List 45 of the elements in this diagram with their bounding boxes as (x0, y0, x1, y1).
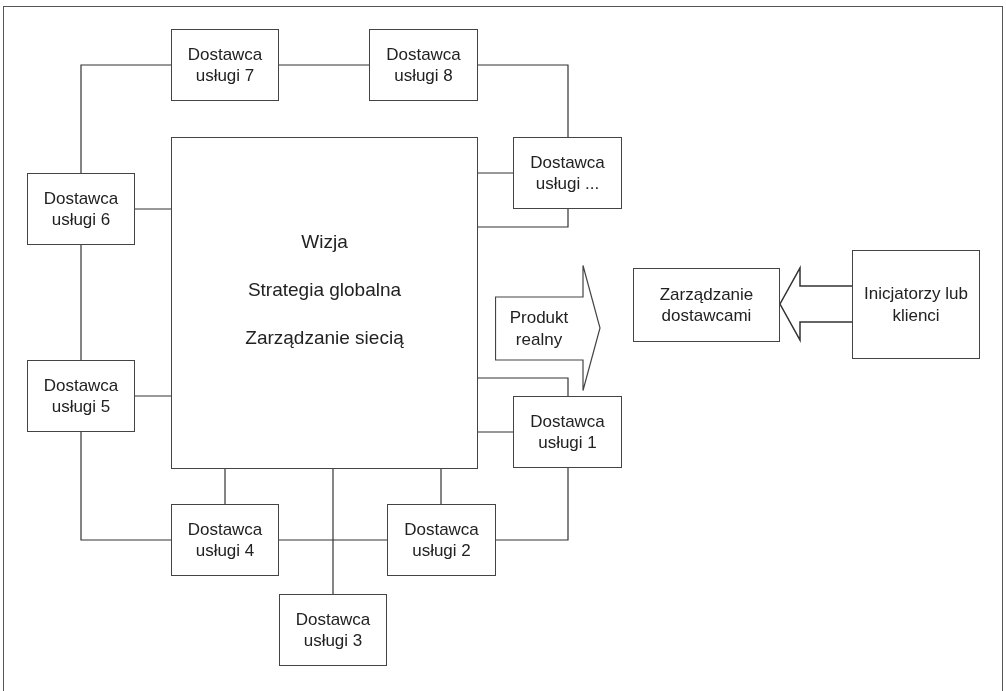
node-label: Zarządzanie dostawcami (658, 283, 755, 327)
process-box (513, 396, 622, 468)
connector-line (477, 208, 569, 228)
process-box (171, 137, 478, 469)
node-label: Wizja (301, 230, 348, 254)
connector-line (440, 468, 442, 505)
connector-line (80, 244, 82, 361)
node-label: Dostawca usługi 3 (294, 608, 372, 652)
connector-line (477, 377, 569, 397)
node-label: Dostawca usługi 4 (186, 518, 264, 562)
connector-line (477, 431, 514, 433)
connector-line (134, 208, 172, 210)
node-label: Dostawca usługi 8 (385, 43, 462, 87)
node-label: Dostawca usługi 5 (42, 374, 120, 418)
node-label: Dostawca usługi 1 (529, 410, 606, 454)
node-label: Strategia globalna (247, 277, 402, 302)
connector-line (278, 539, 388, 541)
node-label: Inicjatorzy lub klienci (863, 283, 969, 326)
process-box (387, 504, 496, 576)
node-label: Dostawca usługi ... (529, 151, 606, 195)
process-box (852, 250, 980, 359)
process-box (27, 173, 135, 245)
node-label: Dostawca usługi 6 (42, 187, 120, 231)
block-arrow-shape (495, 265, 601, 391)
process-box (513, 137, 622, 209)
process-box (633, 268, 780, 342)
connector-line (224, 468, 226, 505)
connector-line (332, 468, 334, 595)
connector-line (495, 467, 569, 541)
node-label: Dostawca usługi 7 (186, 43, 264, 87)
process-box (171, 504, 279, 576)
node-label: Zarządzanie siecią (245, 325, 404, 350)
connector-line (278, 64, 370, 66)
process-box (171, 29, 279, 101)
node-label: Dostawca usługi 2 (403, 518, 480, 562)
process-box (27, 360, 135, 432)
process-box (369, 29, 478, 101)
node-label: Produkt realny (508, 307, 570, 350)
block-arrow (779, 265, 853, 343)
connector-line (80, 431, 172, 541)
process-box (279, 594, 387, 666)
connector-line (477, 172, 514, 174)
connector-line (80, 64, 172, 174)
connector-line (134, 395, 172, 397)
connector-line (477, 64, 569, 138)
